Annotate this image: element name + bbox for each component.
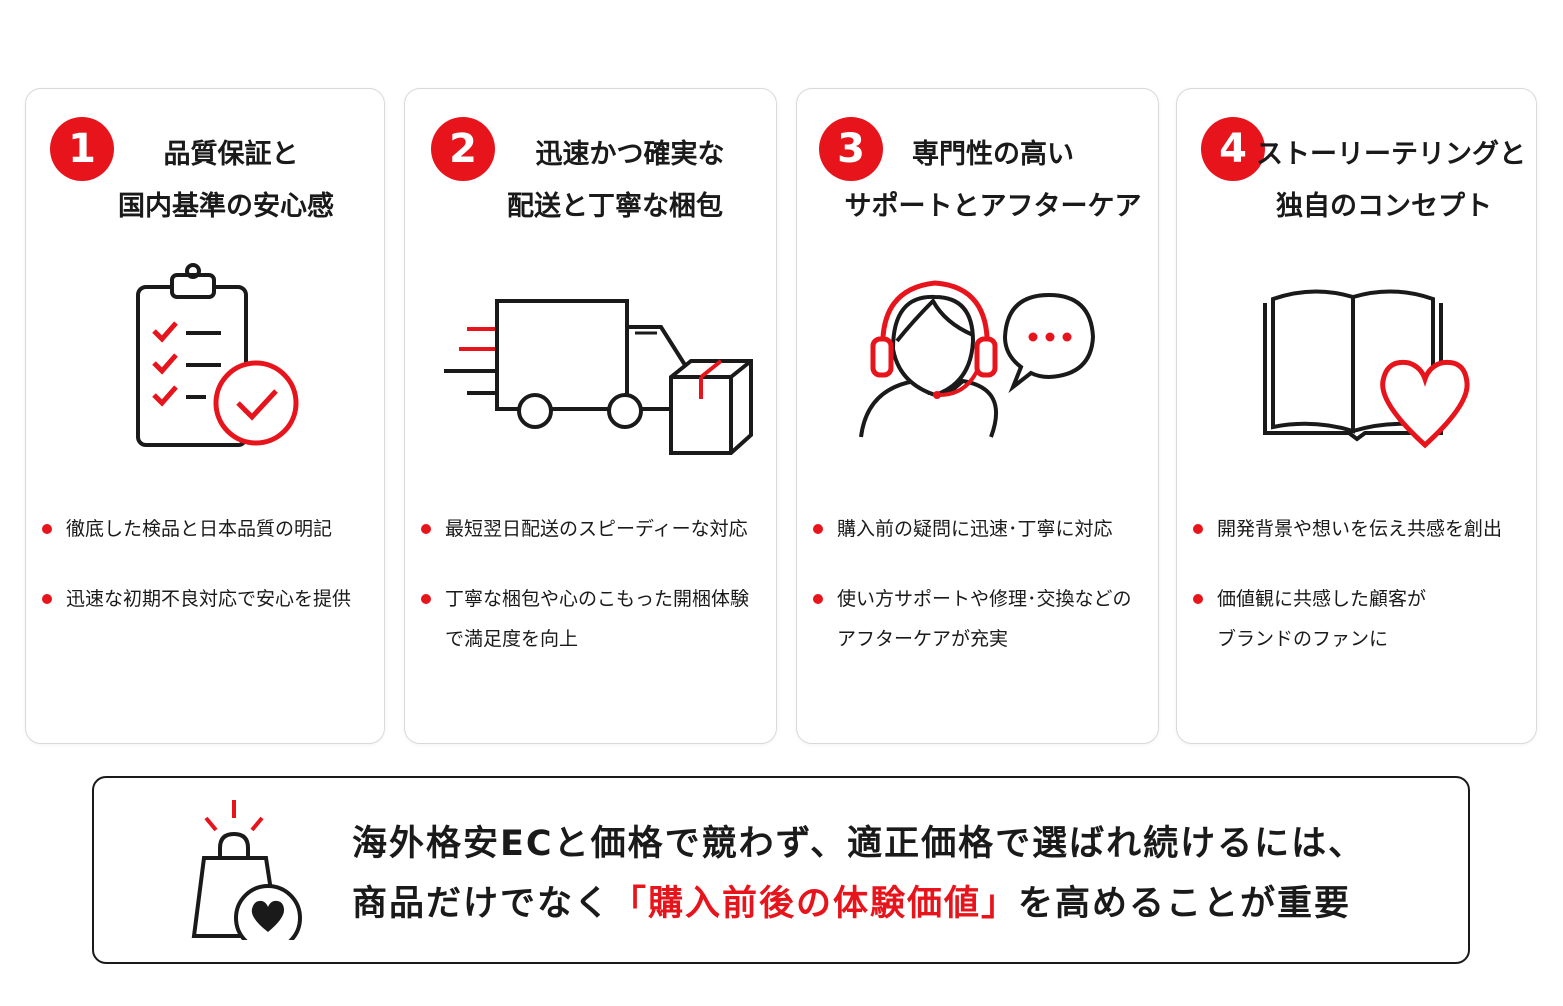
step-number-badge: 1 <box>50 117 114 181</box>
card-quality: 1 品質保証と 国内基準の安心感 徹底した検品と日本品質の明記 迅速な初期不良対… <box>25 88 385 744</box>
shopping-bag-heart-icon <box>191 800 302 940</box>
delivery-truck-box-icon <box>444 299 753 455</box>
card-title: 専門性の高い サポートとアフターケア <box>844 139 1142 222</box>
card-title: 迅速かつ確実な 配送と丁寧な梱包 <box>507 139 725 222</box>
bullet-item: 丁寧な梱包や心のこもった開梱体験で満足度を向上 <box>421 579 768 659</box>
card-title: ストーリーテリングと 独自のコンセプト <box>1256 139 1526 222</box>
key-message-box: 海外格安ECと価格で競わず、適正価格で選ばれ続けるには、 商品だけでなく「購入前… <box>92 776 1470 964</box>
card-title: 品質保証と 国内基準の安心感 <box>118 139 334 222</box>
bullet-list: 開発背景や想いを伝え共感を創出 価値観に共感した顧客がブランドのファンに <box>1193 509 1528 659</box>
bullet-item: 使い方サポートや修理･交換などのアフターケアが充実 <box>813 579 1150 659</box>
step-number-badge: 2 <box>431 117 495 181</box>
bullet-item: 徹底した検品と日本品質の明記 <box>42 509 376 549</box>
card-support: 3 専門性の高い サポートとアフターケア 購入前の疑問に迅速･丁寧に対応 使い方… <box>796 88 1159 744</box>
bullet-list: 徹底した検品と日本品質の明記 迅速な初期不良対応で安心を提供 <box>42 509 376 649</box>
bullet-list: 最短翌日配送のスピーディーな対応 丁寧な梱包や心のこもった開梱体験で満足度を向上 <box>421 509 768 659</box>
bullet-item: 開発背景や想いを伝え共感を創出 <box>1193 509 1528 549</box>
card-story: 4 ストーリーテリングと 独自のコンセプト 開発背景や想いを伝え共感を創出 価値… <box>1176 88 1537 744</box>
card-delivery: 2 迅速かつ確実な 配送と丁寧な梱包 最短翌日配送のスピーディーな対応 丁寧な梱… <box>404 88 777 744</box>
support-agent-headset-icon <box>859 280 1096 438</box>
bullet-item: 最短翌日配送のスピーディーな対応 <box>421 509 768 549</box>
bullet-item: 購入前の疑問に迅速･丁寧に対応 <box>813 509 1150 549</box>
key-message-text: 海外格安ECと価格で競わず、適正価格で選ばれ続けるには、 商品だけでなく「購入前… <box>352 824 1366 924</box>
clipboard-check-icon <box>136 263 299 447</box>
bullet-item: 価値観に共感した顧客がブランドのファンに <box>1193 579 1528 659</box>
bullet-item: 迅速な初期不良対応で安心を提供 <box>42 579 376 619</box>
highlight-text: 「購入前後の体験価値」 <box>611 884 1019 924</box>
step-number-badge: 4 <box>1201 117 1265 181</box>
book-heart-icon <box>1263 289 1470 449</box>
step-number-badge: 3 <box>819 117 883 181</box>
bullet-list: 購入前の疑問に迅速･丁寧に対応 使い方サポートや修理･交換などのアフターケアが充… <box>813 509 1150 659</box>
